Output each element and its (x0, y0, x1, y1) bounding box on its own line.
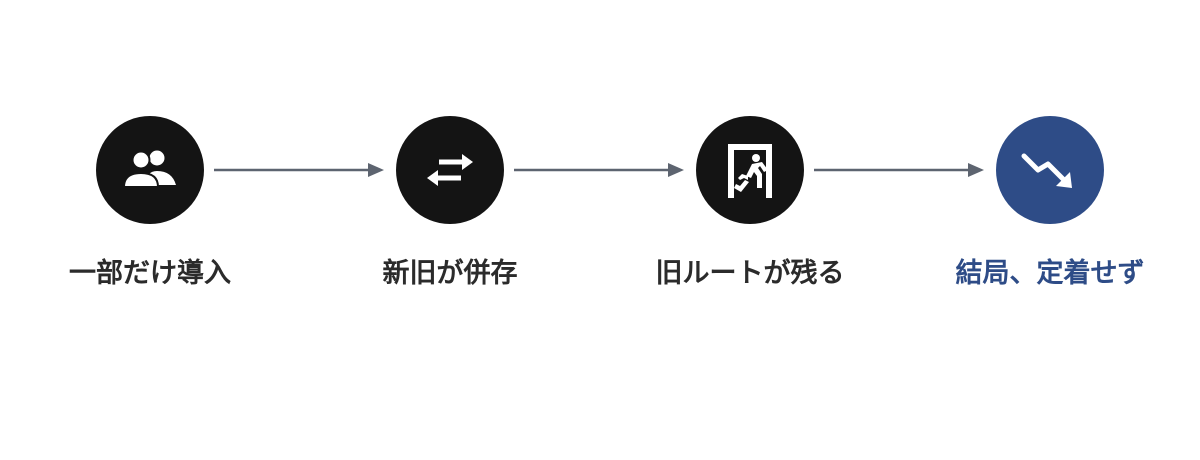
swap-arrows-icon (427, 154, 473, 186)
step-1-circle (96, 116, 204, 224)
step-3-label: 旧ルートが残る (655, 258, 845, 289)
step-2-label: 新旧が併存 (382, 258, 518, 289)
step-1-label: 一部だけ導入 (69, 258, 231, 289)
connector-arrow-1 (214, 158, 386, 182)
step-4-label: 結局、定着せず (955, 258, 1145, 289)
step-3-circle (696, 116, 804, 224)
group-icon (122, 150, 176, 188)
trend-down-icon (1021, 153, 1072, 188)
exit-door-icon (728, 144, 772, 198)
step-4-circle (996, 116, 1104, 224)
connector-arrow-2 (514, 158, 686, 182)
connector-arrow-3 (814, 158, 986, 182)
step-2-circle (396, 116, 504, 224)
